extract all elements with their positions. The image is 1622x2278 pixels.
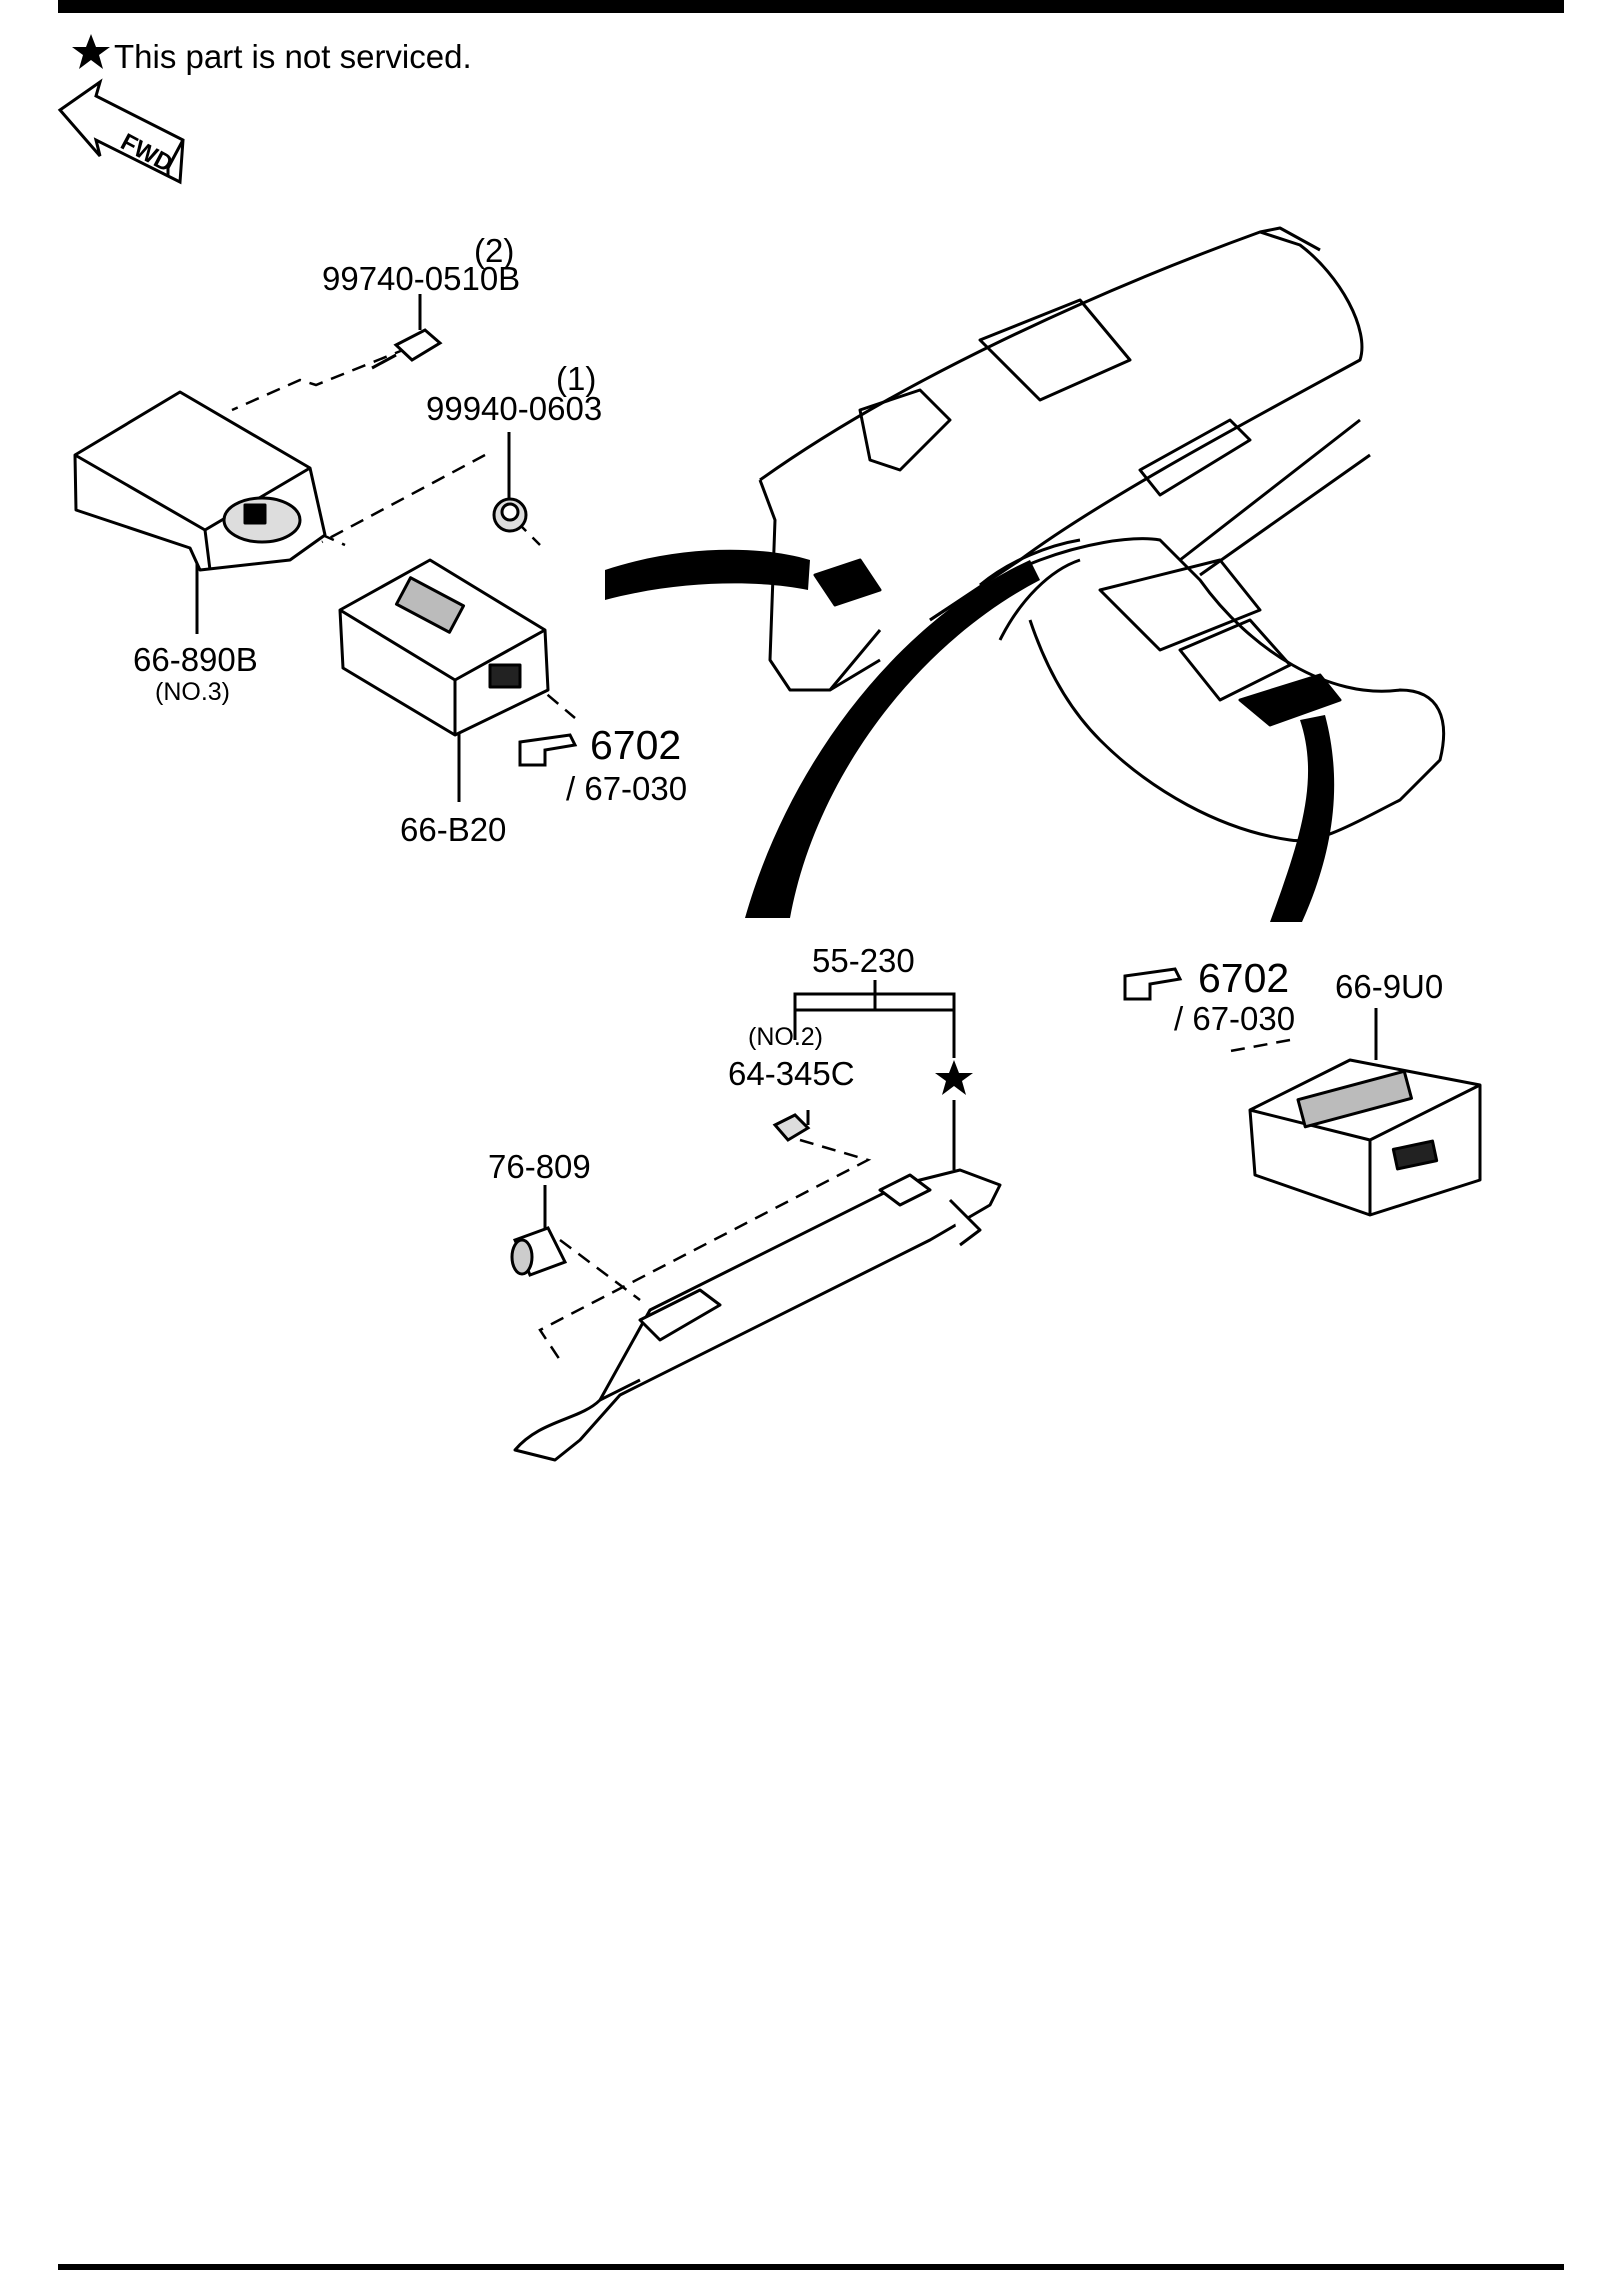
ref-a-number[interactable]: 6702 [590, 722, 682, 768]
bushing-part-number[interactable]: 76-809 [488, 1148, 591, 1185]
ref-a-sub[interactable]: / 67-030 [566, 770, 688, 807]
dashboard-illustration [758, 226, 1446, 843]
module-part-number[interactable]: 66-B20 [400, 811, 507, 848]
screw-part [371, 328, 443, 370]
sweep-arrows [605, 549, 1335, 922]
clip-part [772, 1113, 811, 1142]
nut-part [492, 497, 528, 533]
bottom-border [58, 2264, 1564, 2270]
bushing-part [510, 1226, 568, 1277]
cover-part [73, 390, 327, 572]
assembly-lines [231, 346, 1291, 1361]
module-part [338, 558, 550, 737]
nut-qty: (1) [556, 360, 597, 397]
reference-hand-icon [518, 733, 578, 767]
bracket-part [513, 1168, 1002, 1462]
star-icon [72, 34, 110, 69]
screw-part-number[interactable]: 99740-0510B [322, 260, 521, 297]
console-unit-part [1248, 1058, 1482, 1217]
clip-note: (NO.2) [748, 1023, 823, 1051]
cover-note: (NO.3) [155, 678, 230, 706]
bracket-part-number[interactable]: 55-230 [812, 942, 915, 979]
reference-hand-icon-2 [1123, 967, 1183, 1001]
ref-b-number[interactable]: 6702 [1198, 955, 1290, 1001]
nut-part-number[interactable]: 99940-0603 [426, 390, 603, 427]
cover-part-number[interactable]: 66-890B [133, 641, 258, 678]
console-part-number[interactable]: 66-9U0 [1335, 968, 1444, 1005]
fwd-arrow-icon: FWD [57, 78, 185, 185]
not-serviced-note: This part is not serviced. [114, 38, 472, 75]
screw-qty: (2) [474, 232, 515, 269]
ref-b-sub[interactable]: / 67-030 [1174, 1000, 1296, 1037]
not-serviced-star-icon [935, 1060, 973, 1095]
clip-part-number[interactable]: 64-345C [728, 1055, 855, 1092]
top-border [58, 0, 1564, 13]
